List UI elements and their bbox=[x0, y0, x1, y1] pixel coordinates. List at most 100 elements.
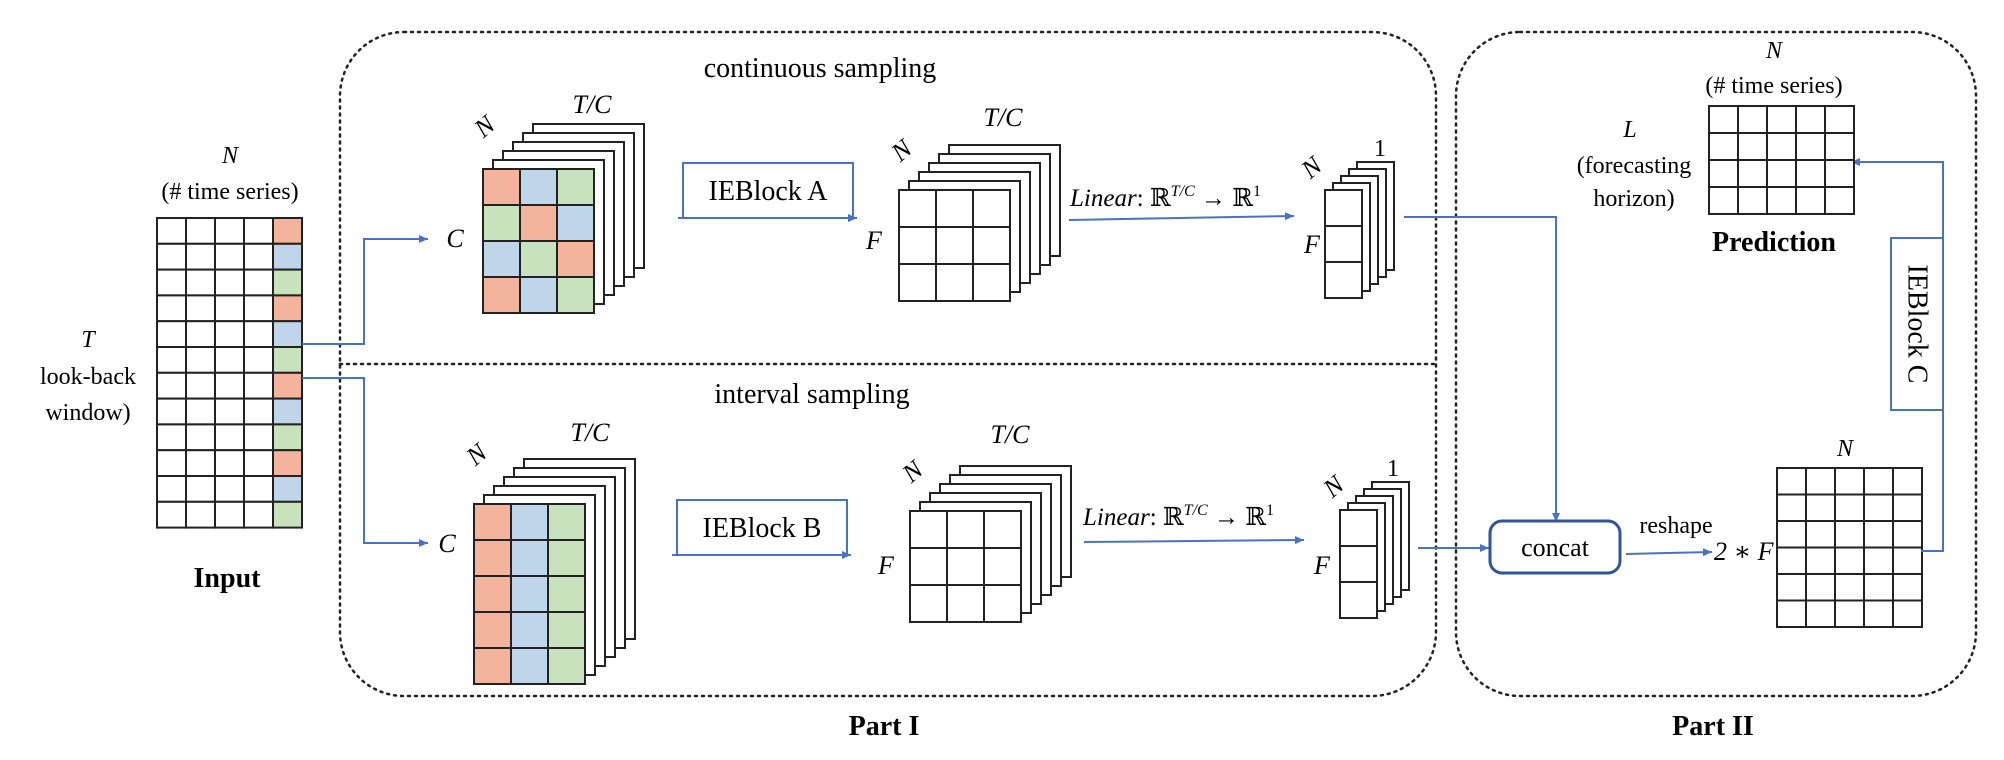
arrow-linear-bottom bbox=[1083, 536, 1305, 545]
input-cell bbox=[243, 371, 274, 400]
input-cell bbox=[185, 397, 216, 426]
prediction-l-caption-2: horizon) bbox=[1593, 186, 1674, 212]
input-cell bbox=[185, 242, 216, 271]
bottom-tc-label: T/C bbox=[570, 418, 610, 447]
prediction-cell bbox=[1795, 186, 1826, 215]
interval-input-cell bbox=[510, 647, 549, 685]
concat-node[interactable] bbox=[1488, 519, 1622, 575]
interval-input-cell bbox=[547, 575, 586, 613]
input-cell bbox=[243, 268, 274, 297]
continuous-input-cell bbox=[556, 204, 595, 242]
input-cell bbox=[156, 320, 187, 349]
input-cell bbox=[243, 320, 274, 349]
continuous-input-cell bbox=[556, 240, 595, 278]
input-cell bbox=[214, 371, 245, 400]
input-cell bbox=[185, 371, 216, 400]
input-cell bbox=[243, 475, 274, 503]
input-cell bbox=[214, 346, 245, 374]
interval-feature-cell bbox=[983, 547, 1022, 586]
continuous-input-cell bbox=[519, 168, 558, 206]
interval-input-cell bbox=[473, 575, 512, 613]
concat-cell bbox=[1805, 599, 1836, 628]
input-cell bbox=[185, 217, 216, 245]
top-f-label-2: F bbox=[1303, 230, 1321, 259]
prediction-cell bbox=[1708, 105, 1739, 134]
continuous-input-cell bbox=[556, 168, 595, 206]
input-cell bbox=[272, 346, 303, 374]
prediction-cell bbox=[1824, 186, 1855, 215]
interval-feature-cell bbox=[909, 547, 948, 586]
input-cell bbox=[185, 268, 216, 297]
interval-feature-cell bbox=[909, 510, 948, 549]
concat-cell bbox=[1776, 599, 1807, 628]
bottom-f-label: F bbox=[877, 551, 895, 580]
ieblock-a-label: IEBlock A bbox=[709, 176, 829, 207]
top-n-label-2: N bbox=[885, 133, 919, 168]
input-cell bbox=[243, 423, 274, 452]
interval-input-cell bbox=[547, 611, 586, 649]
concat-cell bbox=[1863, 599, 1894, 628]
interval-feature-cell bbox=[946, 510, 985, 549]
concat-cell bbox=[1892, 573, 1923, 602]
arrow-input-to-continuous bbox=[302, 235, 428, 345]
input-cell bbox=[156, 268, 187, 297]
part2-title: Part II bbox=[1672, 711, 1754, 742]
two-f-label: 2 ∗ F bbox=[1714, 537, 1775, 566]
concat-cell bbox=[1776, 573, 1807, 602]
interval-input-cell bbox=[473, 611, 512, 649]
bottom-n-label: N bbox=[460, 437, 494, 472]
input-cell bbox=[214, 423, 245, 452]
interval-input-cell bbox=[473, 503, 512, 541]
ieblock-c-label: IEBlock C bbox=[1902, 265, 1933, 384]
concat-cell bbox=[1834, 573, 1865, 602]
input-cell bbox=[156, 423, 187, 452]
input-cell bbox=[272, 475, 303, 503]
input-t-caption-2: window) bbox=[45, 400, 130, 426]
prediction-cell bbox=[1708, 159, 1739, 188]
top-one-label: 1 bbox=[1374, 136, 1386, 162]
input-n-caption: (# time series) bbox=[161, 179, 298, 205]
input-cell bbox=[214, 320, 245, 349]
prediction-cell bbox=[1708, 186, 1739, 215]
stack-interval-features bbox=[909, 465, 1072, 623]
ieblock-c-button[interactable] bbox=[1890, 237, 1944, 411]
interval-feature-cell bbox=[983, 584, 1022, 623]
concat-cell bbox=[1776, 493, 1807, 522]
prediction-cell bbox=[1824, 105, 1855, 134]
stack-continuous-output bbox=[1324, 161, 1395, 299]
continuous-feature-cell bbox=[898, 226, 937, 265]
bottom-one-label: 1 bbox=[1387, 456, 1399, 482]
input-cell bbox=[214, 217, 245, 245]
prediction-title: Prediction bbox=[1712, 227, 1836, 258]
reshape-label: reshape bbox=[1639, 513, 1712, 539]
concat-cell bbox=[1863, 467, 1894, 496]
concat-cell bbox=[1863, 573, 1894, 602]
interval-input-cell bbox=[510, 539, 549, 577]
prediction-cell bbox=[1824, 159, 1855, 188]
concat-cell bbox=[1805, 467, 1836, 496]
input-cell bbox=[156, 371, 187, 400]
continuous-input-cell bbox=[482, 168, 521, 206]
prediction-cell bbox=[1737, 105, 1768, 134]
input-cell bbox=[156, 294, 187, 323]
input-cell bbox=[272, 423, 303, 452]
interval-input-cell bbox=[547, 503, 586, 541]
interval-output-cell bbox=[1339, 509, 1378, 547]
interval-feature-cell bbox=[983, 510, 1022, 549]
input-cell bbox=[214, 500, 245, 529]
ieblock-a-button[interactable] bbox=[682, 162, 854, 219]
input-cell bbox=[272, 449, 303, 478]
input-cell bbox=[272, 397, 303, 426]
interval-feature-cell bbox=[909, 584, 948, 623]
arrow-top-to-concat bbox=[1404, 216, 1560, 522]
bottom-f-label-2: F bbox=[1313, 551, 1331, 580]
top-c-label: C bbox=[446, 224, 464, 253]
prediction-cell bbox=[1766, 105, 1797, 134]
ieblock-b-button[interactable] bbox=[676, 499, 848, 556]
input-cell bbox=[185, 449, 216, 478]
ieblock-b-label: IEBlock B bbox=[703, 513, 822, 544]
input-cell bbox=[156, 242, 187, 271]
continuous-output-cell bbox=[1324, 225, 1363, 263]
input-cell bbox=[272, 242, 303, 271]
